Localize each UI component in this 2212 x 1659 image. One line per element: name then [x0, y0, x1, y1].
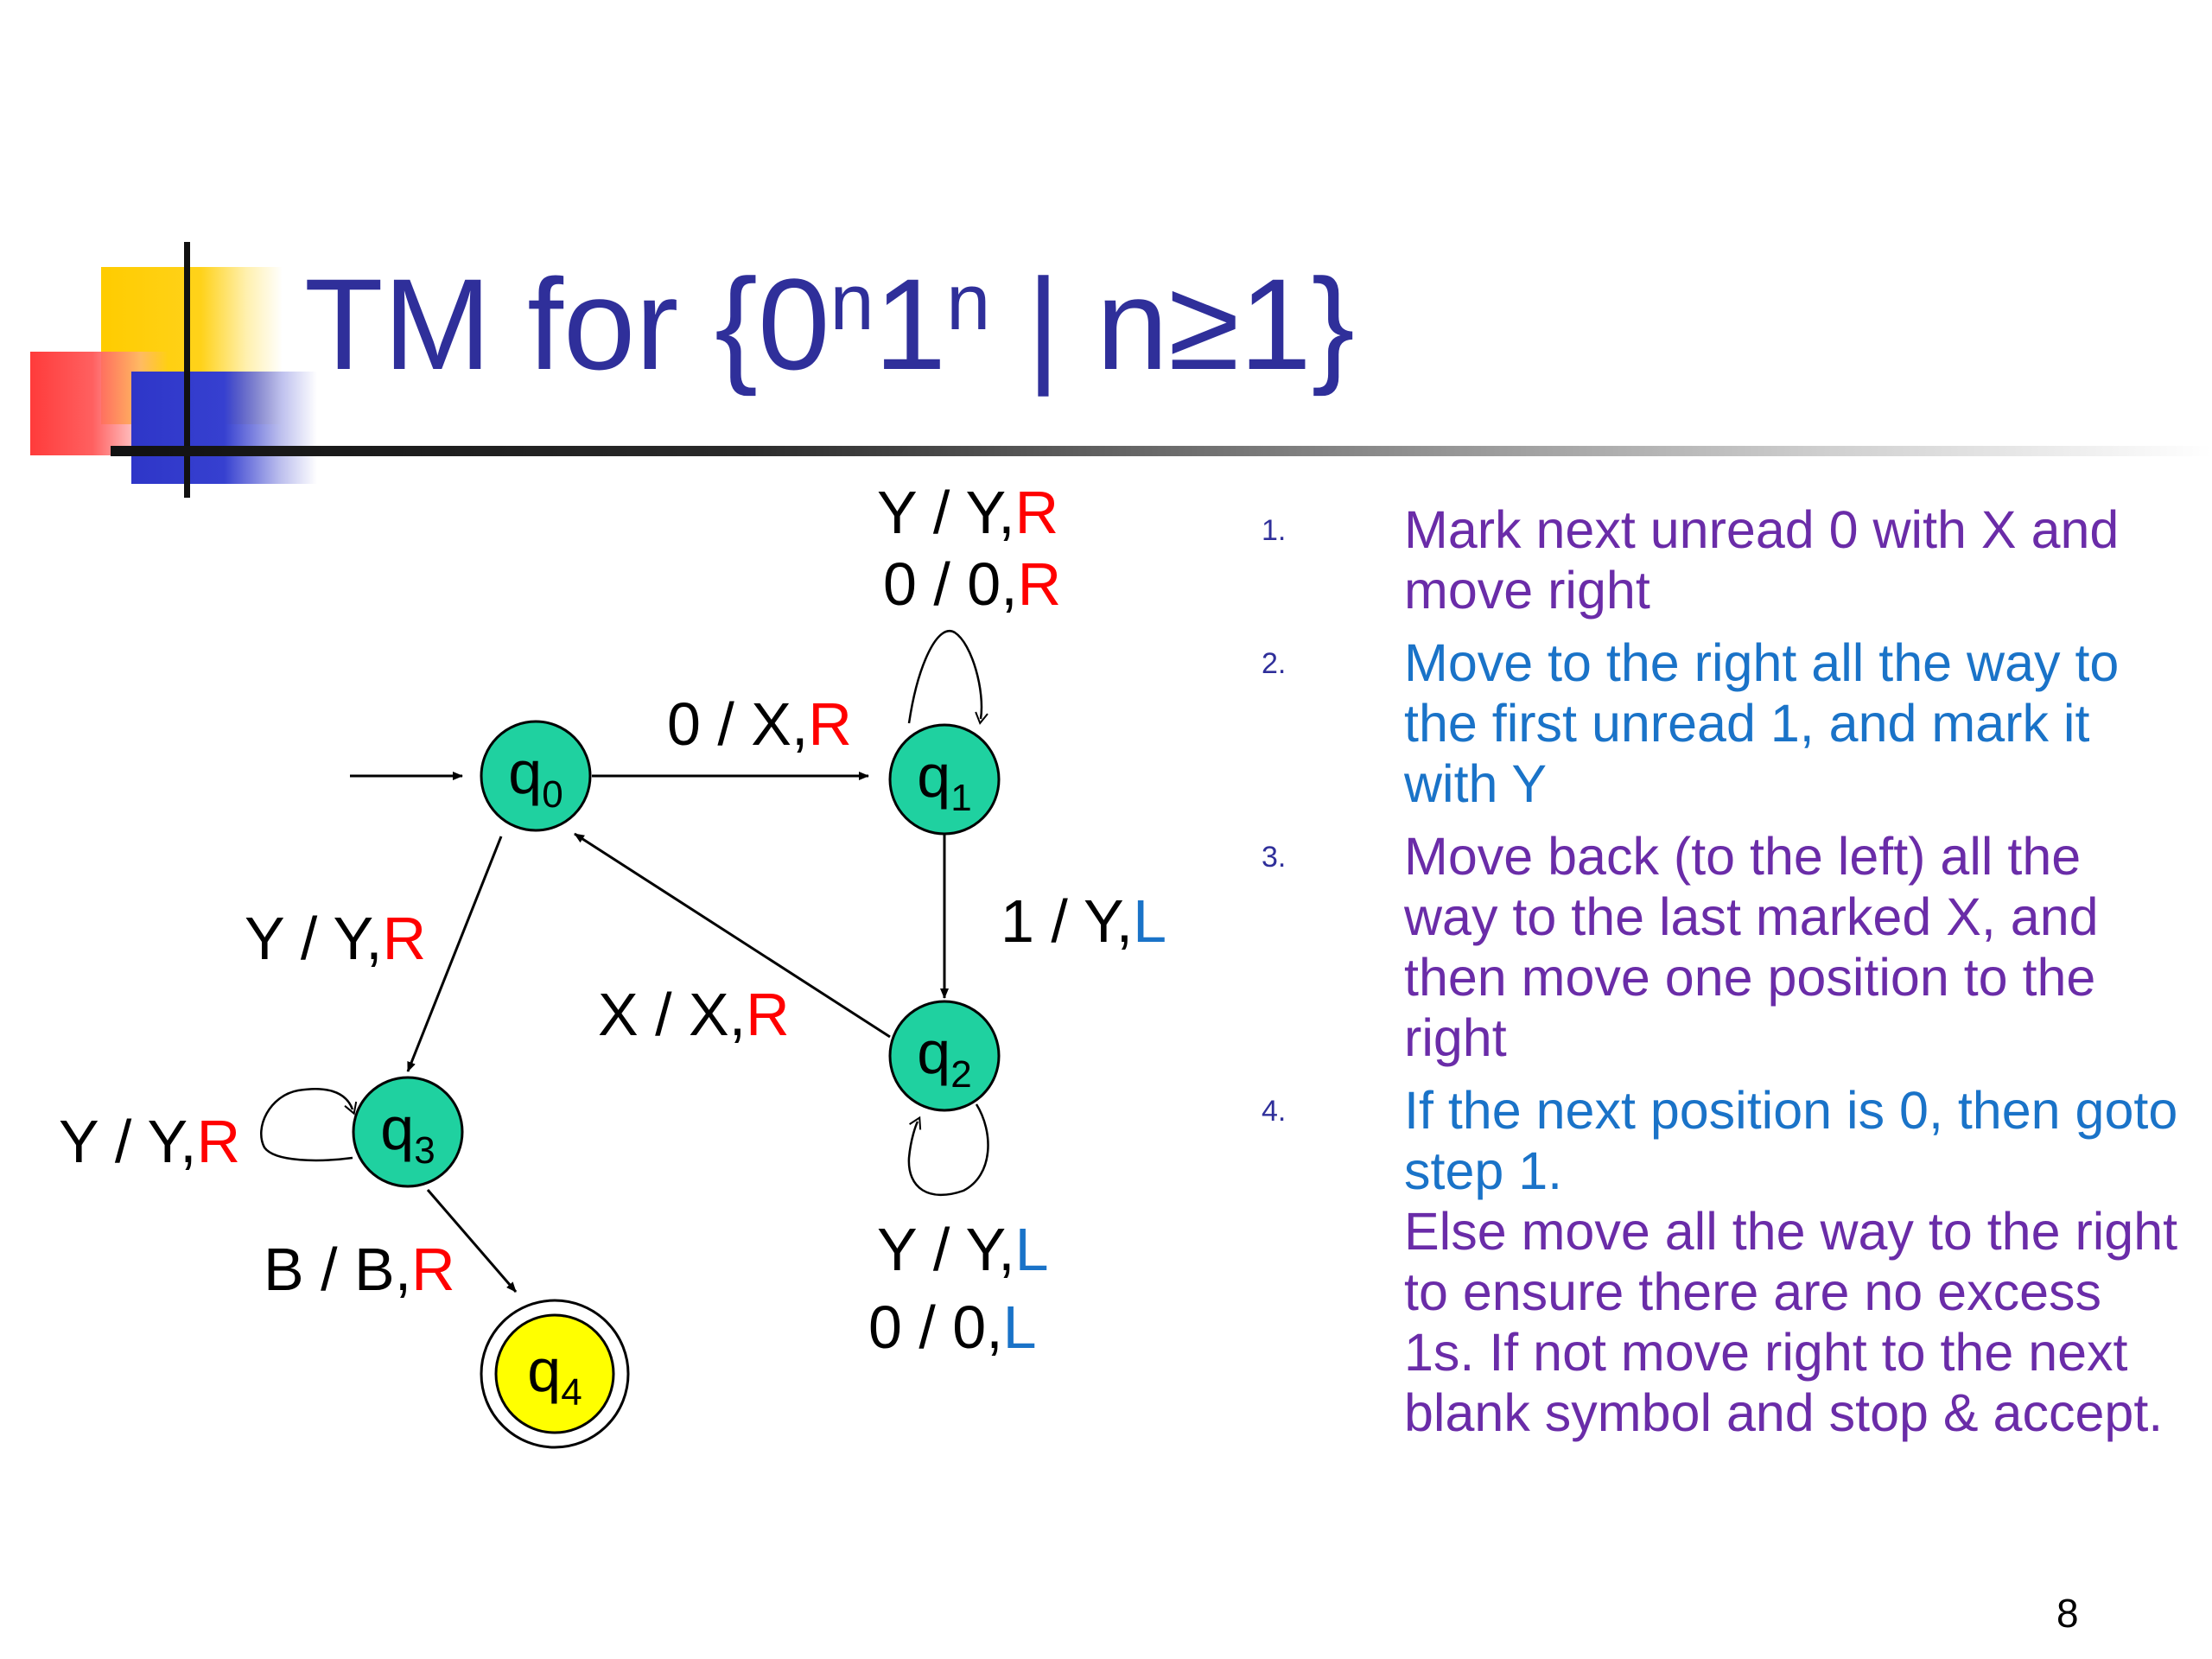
step-text: Move to the right all the way to the fir…: [1404, 633, 2120, 813]
step-item-2: 2. Move to the right all the way to the …: [1262, 632, 2186, 814]
title-text-after: | n≥1}: [990, 251, 1355, 397]
label-q3-loop-rule: Y / Y,: [59, 1108, 197, 1175]
label-q2-loop-b-rule: 0 / 0,: [868, 1294, 1003, 1361]
svg-text:q4: q4: [527, 1337, 582, 1414]
label-q0-q3: Y / Y,R: [245, 905, 426, 972]
state-q1-sub: 1: [950, 777, 971, 819]
label-q1-q2-dir: L: [1133, 887, 1166, 955]
step-number: 4.: [1262, 1095, 1287, 1128]
label-q3-loop-dir: R: [197, 1108, 241, 1175]
edge-q2-q0: [574, 832, 891, 1039]
label-q2-q0-dir: R: [746, 981, 790, 1048]
state-q0-label: q: [508, 739, 542, 806]
edge-q3-q4: [426, 1189, 518, 1293]
label-q0-q3-rule: Y / Y,: [245, 905, 383, 972]
state-q4-accepting: q4: [480, 1299, 630, 1449]
label-q2-loop-b-dir: L: [1003, 1294, 1037, 1361]
label-q1-loop-a-dir: R: [1015, 479, 1059, 546]
decor-vertical-line: [184, 242, 190, 498]
title-text-before: TM for {0: [304, 251, 830, 397]
step-text: Mark next unread 0 with X and move right: [1404, 500, 2120, 620]
label-q2-loop-a-rule: Y / Y,: [877, 1216, 1015, 1283]
state-q3: q3: [352, 1076, 464, 1188]
label-q1-loop-a: Y / Y,R: [877, 479, 1058, 546]
svg-text:q2: q2: [917, 1019, 971, 1096]
step-text: Move back (to the left) all the way to t…: [1404, 827, 2099, 1067]
step-text-continued: Else move all the way to the right to en…: [1404, 1202, 2178, 1442]
label-q3-q4-rule: B / B,: [264, 1236, 411, 1303]
state-q3-sub: 3: [414, 1129, 435, 1172]
title-text-middle: 1: [874, 251, 947, 397]
step-item-3: 3. Move back (to the left) all the way t…: [1262, 826, 2186, 1068]
label-q1-loop-a-rule: Y / Y,: [877, 479, 1015, 546]
svg-text:q1: q1: [917, 742, 971, 819]
label-q2-loop-b: 0 / 0,L: [868, 1294, 1037, 1361]
step-number: 1.: [1262, 514, 1287, 547]
title-superscript-2: n: [946, 258, 991, 346]
state-q3-label: q: [380, 1095, 414, 1162]
label-q1-q2-rule: 1 / Y,: [1001, 887, 1133, 955]
label-q1-loop-b-dir: R: [1018, 550, 1062, 618]
svg-text:q3: q3: [380, 1095, 435, 1172]
label-q2-loop-a-dir: L: [1015, 1216, 1049, 1283]
algorithm-steps: 1. Mark next unread 0 with X and move ri…: [1262, 499, 2186, 1455]
label-q1-loop-b: 0 / 0,R: [883, 550, 1061, 618]
loop-q1: [907, 630, 988, 725]
step-number: 3.: [1262, 841, 1287, 874]
step-text: If the next position is 0, then goto ste…: [1404, 1081, 2178, 1200]
label-q2-q0: X / X,R: [598, 981, 790, 1048]
state-q2: q2: [888, 1000, 1001, 1112]
label-q3-q4: B / B,R: [264, 1236, 455, 1303]
title-underline-rule: [111, 446, 2212, 456]
state-q0: q0: [480, 720, 592, 832]
label-q3-q4-dir: R: [411, 1236, 455, 1303]
page-number: 8: [2056, 1591, 2079, 1636]
state-q2-label: q: [917, 1019, 950, 1086]
decor-blue-square: [131, 372, 317, 484]
label-q0-q3-dir: R: [383, 905, 427, 972]
step-number: 2.: [1262, 647, 1287, 680]
state-q1: q1: [888, 723, 1001, 836]
state-q4-sub: 4: [561, 1371, 582, 1414]
state-q0-sub: 0: [542, 773, 563, 816]
title-superscript-1: n: [830, 258, 874, 346]
step-item-4: 4. If the next position is 0, then goto …: [1262, 1080, 2186, 1443]
label-q2-q0-rule: X / X,: [598, 981, 746, 1048]
svg-text:q0: q0: [508, 739, 563, 816]
label-q0-q1: 0 / X,R: [667, 690, 852, 758]
label-q1-loop-b-rule: 0 / 0,: [883, 550, 1018, 618]
step-item-1: 1. Mark next unread 0 with X and move ri…: [1262, 499, 2186, 620]
slide-title: TM for {0n1n | n≥1}: [304, 259, 1355, 389]
label-q0-q1-dir: R: [808, 690, 852, 758]
label-q3-loop: Y / Y,R: [59, 1108, 240, 1175]
state-q1-label: q: [917, 742, 950, 810]
loop-q2: [907, 1103, 989, 1197]
label-q1-q2: 1 / Y,L: [1001, 887, 1166, 955]
edge-q0-q3: [406, 836, 503, 1072]
label-q0-q1-rule: 0 / X,: [667, 690, 808, 758]
loop-q3: [260, 1087, 358, 1162]
state-q2-sub: 2: [950, 1053, 971, 1096]
label-q2-loop-a: Y / Y,L: [877, 1216, 1049, 1283]
state-q4-label: q: [527, 1337, 561, 1404]
